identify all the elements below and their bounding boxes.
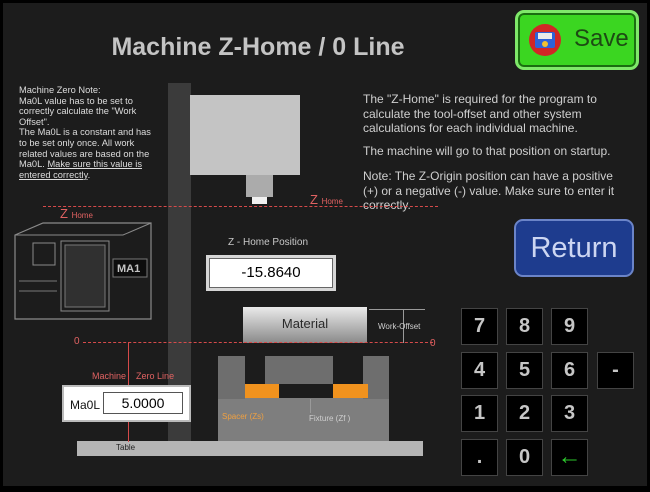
machine-table <box>77 441 423 456</box>
info-paragraph-3: Note: The Z-Origin position can have a p… <box>363 169 615 212</box>
z-home-label-right: Z Home <box>310 192 343 207</box>
key-9[interactable]: 9 <box>551 308 588 345</box>
machine-zero-note: Machine Zero Note: Ma0L value has to be … <box>19 85 164 180</box>
note-line: correctly calculate the "Work <box>19 106 137 117</box>
cnc-machine-illustration <box>14 222 152 320</box>
key-8[interactable]: 8 <box>506 308 543 345</box>
page-title: Machine Z-Home / 0 Line <box>111 33 405 61</box>
material-label: Material <box>281 316 329 331</box>
machine-column <box>168 83 191 442</box>
note-warning-2: entered correctly <box>19 169 88 180</box>
fixture-left-jaw <box>218 356 245 399</box>
zero-line-caption: Zero Line <box>136 371 175 381</box>
key-7[interactable]: 7 <box>461 308 498 345</box>
note-line: Ma0L value has to be set to <box>19 95 133 106</box>
note-line: entered correctly. <box>19 170 164 181</box>
work-offset-top-tick <box>369 309 425 310</box>
fixture-label: Fixture (Zf ) <box>309 414 351 423</box>
z-home-label-left: Z Home <box>60 206 93 221</box>
z-home-position-input[interactable]: -15.8640 <box>209 258 333 288</box>
backspace-key[interactable]: ← <box>551 439 588 476</box>
note-line: Ma0L. Make sure this value is <box>19 159 164 170</box>
note-line: Offset". <box>19 116 50 127</box>
key-0[interactable]: 0 <box>506 439 543 476</box>
work-offset-dimension <box>403 309 404 343</box>
note-line: Machine Zero Note: <box>19 85 101 95</box>
work-offset-label: Work-Offset <box>378 322 421 331</box>
key-3[interactable]: 3 <box>551 395 588 432</box>
key-1[interactable]: 1 <box>461 395 498 432</box>
key-dot[interactable]: . <box>461 439 498 476</box>
z-home-main: Z <box>60 206 68 221</box>
spindle-head <box>190 95 300 175</box>
save-label: Save <box>574 25 629 52</box>
note-period: . <box>87 169 91 180</box>
save-disk-icon <box>529 24 561 56</box>
key-4[interactable]: 4 <box>461 352 498 389</box>
table-label: Table <box>116 443 136 452</box>
spacer-dimension <box>263 384 264 398</box>
machine-badge: MA1 <box>117 263 141 275</box>
tool-tip <box>252 197 267 204</box>
z-home-screen: Machine Z-Home / 0 Line Save Machine Zer… <box>3 3 647 486</box>
note-warning-1: Make sure this value is <box>47 159 142 170</box>
note-tail: Ma0L. <box>19 159 45 170</box>
return-button[interactable]: Return <box>514 219 634 277</box>
material-block: Material <box>243 307 367 343</box>
fixture-center-block <box>265 356 333 384</box>
key-6[interactable]: 6 <box>551 352 588 389</box>
note-line: related values are based on the <box>19 148 150 159</box>
machine-zero-line-caption: Machine Zero Line <box>92 371 174 381</box>
info-paragraph-2: The machine will go to that position on … <box>363 144 611 158</box>
spacer-left <box>245 384 279 398</box>
z-home-sub: Home <box>321 197 343 206</box>
spindle-neck <box>246 175 273 197</box>
spacer-label: Spacer (Zs) <box>222 412 264 421</box>
z-home-line <box>43 206 438 207</box>
z-home-sub: Home <box>71 211 93 220</box>
machine-caption: Machine <box>92 371 127 381</box>
key-minus[interactable]: - <box>597 352 634 389</box>
info-paragraph-1: The "Z-Home" is required for the program… <box>363 92 597 135</box>
z-home-position-label: Z - Home Position <box>227 237 309 248</box>
fixture-base <box>218 398 389 443</box>
save-button[interactable]: Save <box>515 10 639 70</box>
zero-line <box>83 342 433 343</box>
note-line: The Ma0L is a constant and has <box>19 127 151 138</box>
backspace-arrow-icon: ← <box>557 443 582 470</box>
ma0l-label: Ma0L <box>70 398 101 412</box>
ma0l-input[interactable]: 5.0000 <box>103 392 183 414</box>
note-line: to be set only once. All work <box>19 137 135 148</box>
zero-marker-left: 0 <box>74 336 80 347</box>
key-2[interactable]: 2 <box>506 395 543 432</box>
z-home-main: Z <box>310 192 318 207</box>
spacer-right <box>333 384 368 398</box>
zero-marker-right: 0 <box>430 338 436 349</box>
key-5[interactable]: 5 <box>506 352 543 389</box>
fixture-dimension <box>310 399 311 413</box>
ma0l-panel: Ma0L 5.0000 <box>62 385 191 422</box>
